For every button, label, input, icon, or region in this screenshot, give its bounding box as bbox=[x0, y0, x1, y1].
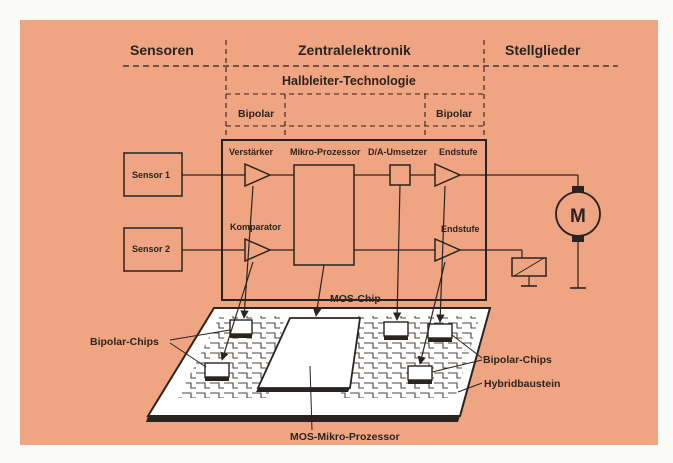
relay-coil-diagonal bbox=[513, 257, 545, 277]
mos-microprocessor-shadow bbox=[256, 388, 350, 392]
hybrid-board-edge bbox=[146, 416, 460, 422]
leader-bipolar-right-2 bbox=[431, 359, 483, 373]
arrow-dac-to-moschip bbox=[392, 184, 402, 321]
label-bipolar-chips-left: Bipolar-Chips bbox=[90, 336, 159, 348]
leader-bipolar-right-1 bbox=[451, 334, 483, 359]
label-hybridbaustein: Hybridbaustein bbox=[484, 378, 560, 390]
comparator bbox=[244, 237, 272, 263]
label-bipolar-right: Bipolar bbox=[436, 108, 472, 120]
endstufe-2-amp bbox=[434, 237, 462, 263]
label-mos-mikro-prozessor: MOS-Mikro-Prozessor bbox=[290, 431, 400, 443]
arrow-cpu-to-die bbox=[313, 264, 325, 317]
sensor-2-label: Sensor 2 bbox=[132, 244, 170, 254]
bipolar-chip-right-upper bbox=[427, 323, 453, 342]
arrow-verstaerker-to-chip bbox=[240, 185, 254, 319]
label-stellglieder: Stellglieder bbox=[505, 42, 581, 58]
label-endstufe-2: Endstufe bbox=[441, 224, 480, 234]
bipolar-chip-bottom-left bbox=[204, 362, 230, 381]
label-bipolar-left: Bipolar bbox=[238, 108, 274, 120]
label-zentralelektronik: Zentralelektronik bbox=[298, 42, 411, 58]
label-komparator: Komparator bbox=[230, 222, 282, 232]
motor-terminal-top bbox=[572, 186, 584, 192]
label-halbleiter-technologie: Halbleiter-Technologie bbox=[282, 74, 416, 88]
mos-chip bbox=[383, 321, 409, 340]
arrow-endstufe2-to-chip bbox=[417, 261, 446, 365]
label-bipolar-chips-right: Bipolar-Chips bbox=[483, 354, 552, 366]
sensor-1-label: Sensor 1 bbox=[132, 170, 170, 180]
bipolar-chip-top-left bbox=[229, 319, 253, 338]
leader-bipolar-left-2 bbox=[169, 342, 207, 368]
endstufe-1-amp bbox=[434, 162, 462, 188]
bipolar-chip-right-lower bbox=[407, 365, 433, 384]
leader-hybridbaustein bbox=[457, 382, 483, 393]
amplifier-verstaerker bbox=[244, 162, 272, 188]
label-verstaerker: Verstärker bbox=[229, 147, 274, 157]
central-electronics-box bbox=[221, 139, 487, 301]
label-sensoren: Sensoren bbox=[130, 42, 194, 58]
leader-mos-mikro-prozessor bbox=[309, 365, 313, 431]
motor-terminal-bottom bbox=[572, 236, 584, 242]
leader-bipolar-left-1 bbox=[169, 329, 231, 341]
motor-label: M bbox=[570, 206, 586, 227]
arrow-endstufe1-to-chip bbox=[436, 185, 446, 323]
label-endstufe-1: Endstufe bbox=[439, 147, 478, 157]
label-da-umsetzer: D/A-Umsetzer bbox=[368, 147, 428, 157]
label-mos-chip: MOS-Chip bbox=[330, 293, 381, 305]
label-mikro-prozessor: Mikro-Prozessor bbox=[290, 147, 361, 157]
arrow-komparator-to-chip bbox=[220, 261, 254, 361]
